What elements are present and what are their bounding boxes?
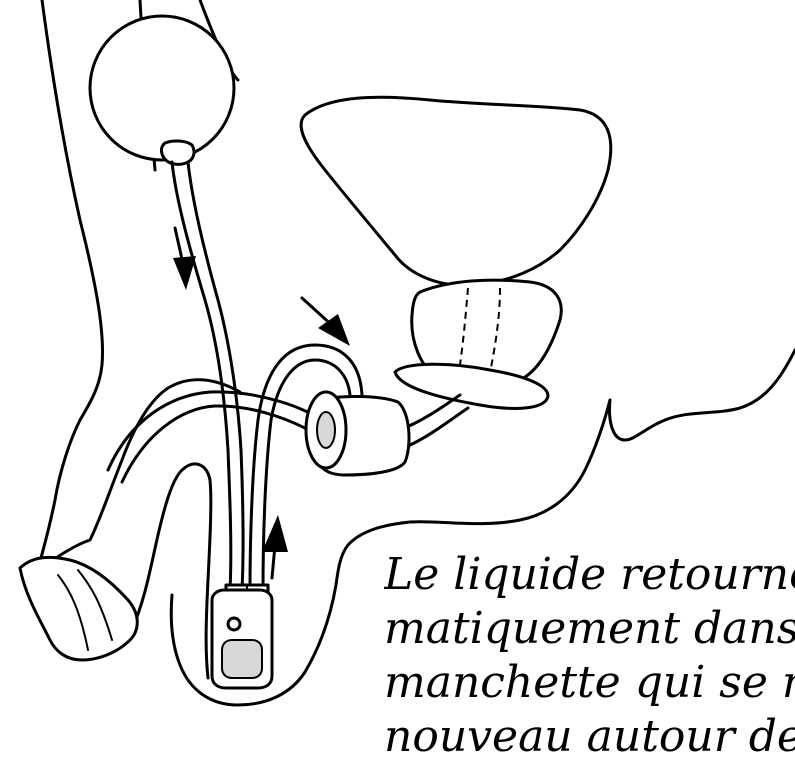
reservoir-tube	[172, 162, 243, 590]
urethra	[108, 392, 468, 482]
caption-line-1: Le liquide retourne	[384, 548, 795, 602]
caption-text: Le liquide retourne matiquement dans man…	[384, 548, 795, 771]
caption-line-3: manchette qui se r	[384, 656, 795, 710]
reservoir	[90, 16, 234, 164]
arrow-up-tube	[262, 515, 288, 578]
pump	[212, 585, 272, 688]
arrow-down-tube	[173, 228, 196, 290]
penis	[20, 380, 240, 678]
arrow-down-to-cuff	[302, 298, 350, 346]
caption-line-4: nouveau autour de	[384, 710, 795, 764]
caption-line-2: matiquement dans	[384, 602, 795, 656]
valve-cylinder	[306, 392, 409, 475]
bladder	[301, 97, 611, 285]
